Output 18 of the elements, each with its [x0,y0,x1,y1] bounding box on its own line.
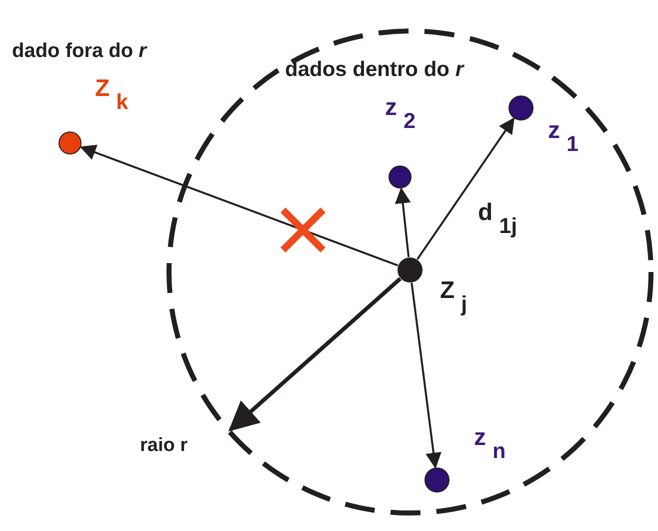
data-point [508,95,534,121]
arrow [80,144,398,266]
point-label: Z$_{j}$ [440,278,468,316]
data-point [58,131,82,155]
data-point [397,257,423,283]
edge-label: d$_{1j}$ [478,200,518,238]
point-label: z$_{n}$ [474,425,506,463]
arrow [394,187,411,258]
point-label: dado fora do r [12,40,146,62]
arrow [228,277,402,432]
point-label: z$_{1}$ [548,118,578,156]
data-point [388,165,412,189]
data-point [424,467,450,493]
point-label: z$_{2}$ [385,95,416,133]
arrow [416,117,515,260]
region-label: dados dentro do r [285,58,464,82]
point-label: Z$_{k}$ [95,76,128,114]
arrow [410,282,442,469]
